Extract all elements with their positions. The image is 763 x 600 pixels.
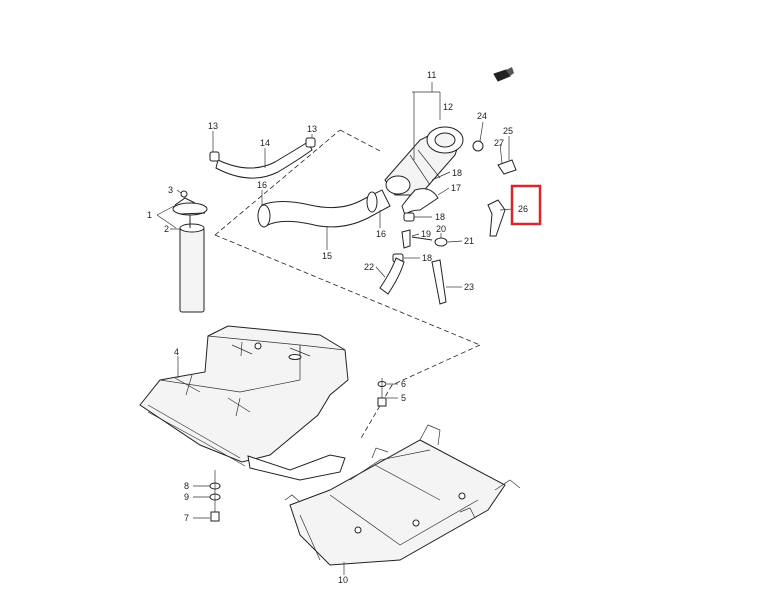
callout-19: 19 xyxy=(421,229,431,239)
callout-16: 16 xyxy=(376,229,386,239)
callout-13: 13 xyxy=(208,121,218,131)
fuel-filler-neck xyxy=(384,126,464,196)
callout-1: 1 xyxy=(147,210,152,220)
tank-bolts xyxy=(209,470,221,522)
callout-9: 9 xyxy=(184,492,189,502)
callout-17: 17 xyxy=(451,183,461,193)
callout-14: 14 xyxy=(260,138,270,148)
callout-15: 15 xyxy=(322,251,332,261)
callout-24: 24 xyxy=(477,111,487,121)
callout-4: 4 xyxy=(174,347,179,357)
fuel-cap-parts xyxy=(472,140,517,237)
callout-10: 10 xyxy=(338,575,348,585)
vent-bracket xyxy=(431,259,447,305)
callout-21: 21 xyxy=(464,236,474,246)
front-arrow-icon xyxy=(493,67,514,82)
callout-2: 2 xyxy=(164,224,169,234)
callout-20: 20 xyxy=(436,224,446,234)
callout-labels: 1 2 3 4 5 6 7 8 9 10 11 12 13 13 14 15 1… xyxy=(147,70,528,585)
breather-hose xyxy=(209,137,316,179)
callout-23: 23 xyxy=(464,282,474,292)
tank-strap xyxy=(247,454,346,481)
leader-lines xyxy=(156,82,513,575)
callout-26: 26 xyxy=(518,204,528,214)
callout-16: 16 xyxy=(257,180,267,190)
callout-18: 18 xyxy=(435,212,445,222)
callout-18: 18 xyxy=(422,253,432,263)
callout-3: 3 xyxy=(168,185,173,195)
fuel-gauge-sender xyxy=(172,190,208,313)
callout-6: 6 xyxy=(401,379,406,389)
filler-vent-hose xyxy=(401,188,439,216)
vent-hose xyxy=(379,257,405,295)
callout-18: 18 xyxy=(452,168,462,178)
highlight-box-26 xyxy=(510,184,542,226)
callout-13: 13 xyxy=(307,124,317,134)
callout-5: 5 xyxy=(401,393,406,403)
callout-22: 22 xyxy=(364,262,374,272)
tank-protector-plate xyxy=(284,424,521,566)
callout-8: 8 xyxy=(184,481,189,491)
callout-12: 12 xyxy=(443,102,453,112)
callout-27: 27 xyxy=(494,138,504,148)
assembly-outline xyxy=(214,129,481,441)
fuel-tank xyxy=(139,325,349,467)
mounting-bolts xyxy=(377,378,387,407)
callout-25: 25 xyxy=(503,126,513,136)
callout-7: 7 xyxy=(184,513,189,523)
callout-11: 11 xyxy=(427,70,436,80)
filler-hose xyxy=(257,189,391,228)
